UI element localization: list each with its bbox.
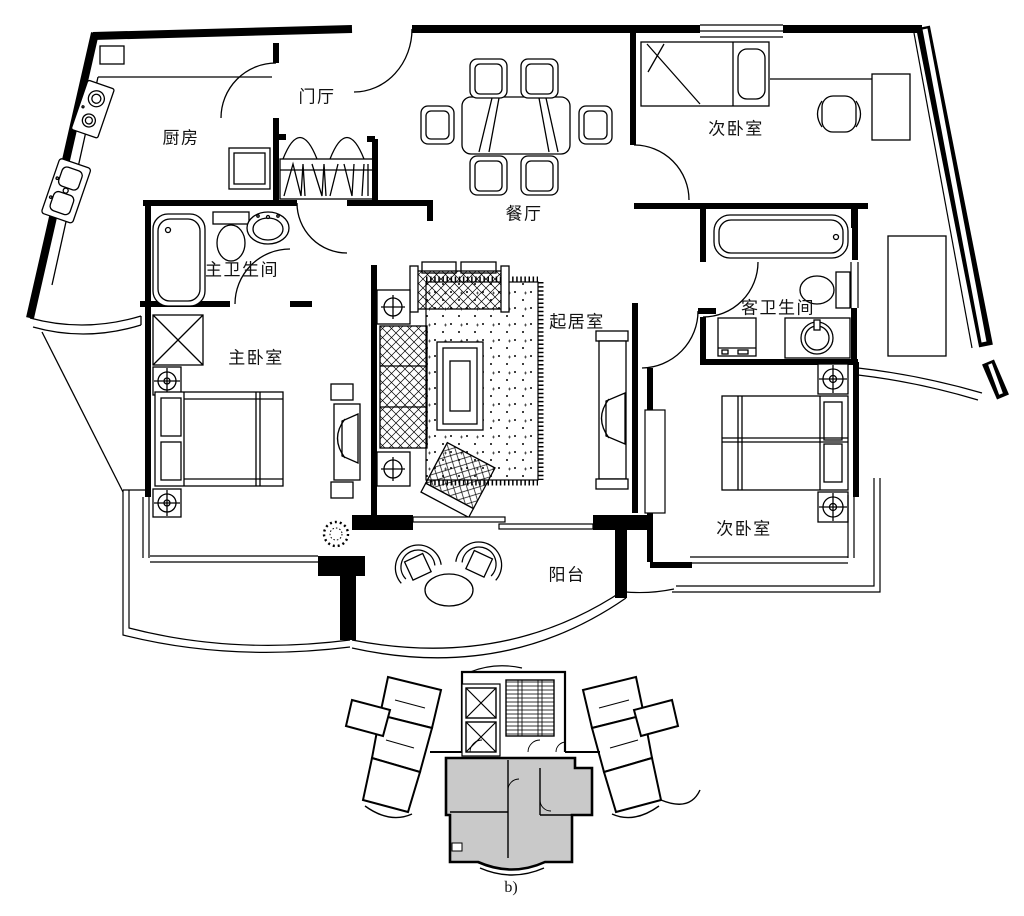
balcony-wall-blocks [318,515,650,640]
balcony-table-icon [424,573,474,607]
room-label-foyer: 门厅 [298,87,336,107]
dining-table-icon [461,96,571,155]
plant-icon [322,520,350,548]
armchair-icon [420,441,496,519]
room-label-master-bedroom: 主卧室 [228,348,284,368]
figure-caption: b) [504,879,518,896]
key-plan-subject-unit [444,756,594,876]
refrigerator-icon [228,147,271,190]
sliding-door [412,516,594,530]
window-top [700,24,783,38]
nightstand-lamp-icon [152,488,182,518]
elevator-icon [465,687,497,719]
master-wardrobe-icon [152,314,204,366]
room-label-living: 起居室 [549,312,605,332]
room-label-guest-bath: 客卫生间 [741,298,815,318]
hall-cabinet [644,409,666,514]
washing-machine-icon [717,317,757,357]
master-tv-cabinet-icon [330,383,361,499]
outer-walls [26,25,1009,400]
stove-icon [70,79,115,139]
key-plan-left-wing [344,675,443,819]
balcony-chair-icon [394,544,442,584]
side-table-lamp-icon [376,451,411,487]
bay-window-sw [122,489,351,653]
nightstand-lamp-icon [817,491,849,523]
side-table-lamp-icon [376,289,411,325]
sofa-two-seat [409,261,510,313]
guest-bathtub-icon [713,214,849,259]
door-swings [220,28,759,369]
desk-ne-icon [770,73,911,141]
master-toilet-icon [212,211,250,262]
key-plan-core [430,665,600,757]
balcony-chair-icon [455,541,503,581]
window-bath-right [850,262,983,401]
room-label-dining: 餐厅 [505,204,543,224]
bed-ne-icon [640,41,770,107]
stair-icon [505,679,555,737]
foyer-closet-icon [279,137,374,200]
master-bathtub-icon [152,213,206,307]
interior-walls [140,29,868,568]
key-plan [344,665,701,876]
bay-window-se [625,478,881,594]
bed-se-icon [721,395,849,491]
guest-toilet-icon [799,271,851,309]
room-label-master-bath: 主卫生间 [205,260,279,280]
master-bed-icon [154,391,284,487]
master-basin-icon [246,211,290,245]
sofa-three-seat [379,325,428,449]
kitchen-bay-sill [29,315,142,493]
kitchen-sink-icon [41,158,92,224]
balcony-edge [351,589,627,659]
guest-basin-icon [784,317,851,359]
room-label-bedroom-ne: 次卧室 [708,119,764,139]
living-tv-cabinet-icon [595,330,629,490]
nightstand-lamp-icon [817,363,849,395]
coffee-table-icon [436,341,484,431]
room-label-kitchen: 厨房 [162,128,200,148]
nightstand-lamp-icon [152,366,182,396]
desk-chair-icon [816,95,862,133]
key-plan-right-wing [581,675,701,819]
room-label-bedroom-se: 次卧室 [716,519,772,539]
furniture-right-zone [887,235,947,357]
room-label-balcony: 阳台 [548,565,586,585]
dining-chairs [420,58,613,196]
